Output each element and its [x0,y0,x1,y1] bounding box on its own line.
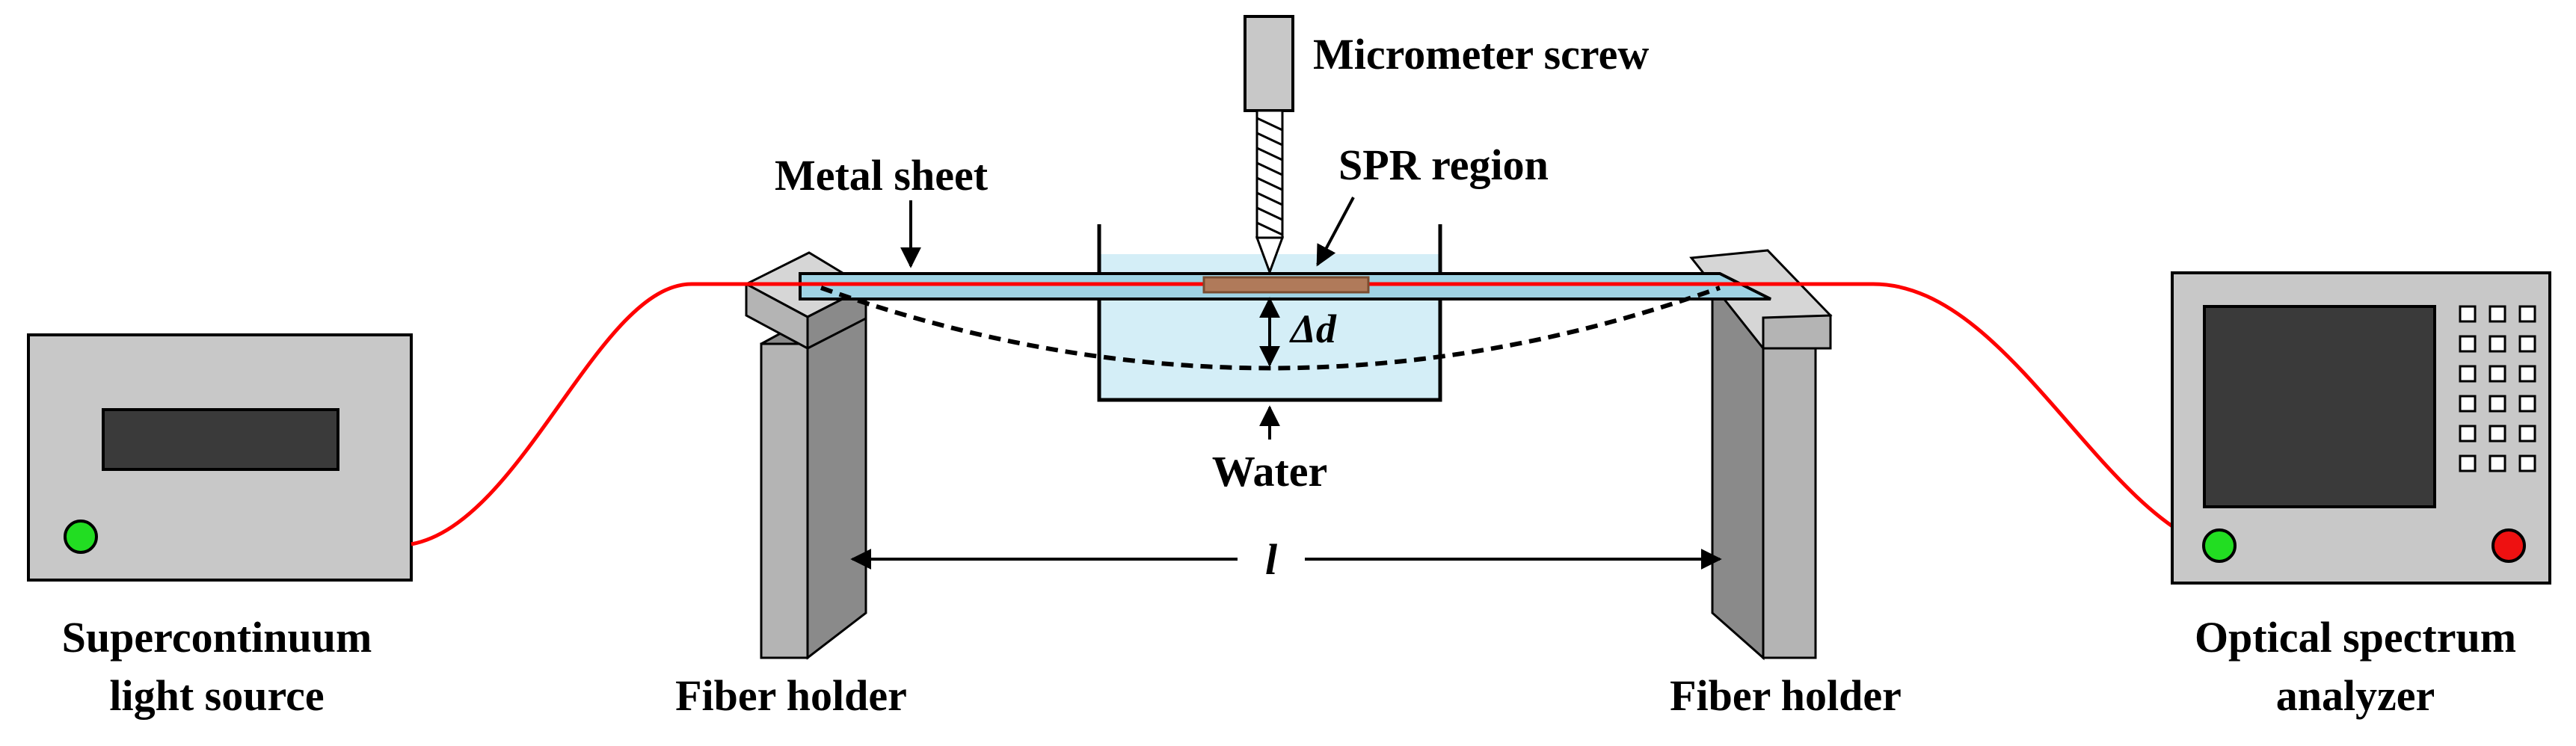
osa-label-line1: Optical spectrum [2195,613,2516,662]
osa-key [2518,454,2536,472]
metal-sheet-label: Metal sheet [775,151,989,200]
water-label: Water [1212,447,1328,496]
osa-key [2489,395,2506,413]
optical-spectrum-analyzer [2171,271,2551,585]
osa-key [2459,454,2477,472]
osa-keypad [2459,305,2536,472]
spr-region-arrow [1316,197,1355,267]
osa-screen [2203,305,2436,508]
osa-key [2518,425,2536,443]
container-walls [1097,224,1442,402]
osa-key [2489,335,2506,353]
micrometer-shaft [1255,109,1284,239]
light-source-label-line2: light source [109,671,324,720]
osa-key [2518,365,2536,383]
holder-right-front [1762,347,1817,659]
holder-right-face [1762,314,1832,350]
osa-key [2459,305,2477,323]
osa-key [2489,305,2506,323]
osa-key [2518,395,2536,413]
micrometer-screw [1244,15,1294,276]
osa-label-line2: analyzer [2276,671,2435,720]
osa-key [2518,335,2536,353]
osa-key [2459,335,2477,353]
osa-red-led-icon [2492,528,2526,563]
osa-green-led-icon [2202,528,2237,563]
osa-key [2459,365,2477,383]
osa-key [2518,305,2536,323]
holder-right-side [1711,286,1765,661]
supercontinuum-light-source [27,333,413,582]
micrometer-threads [1256,117,1283,236]
light-source-display [102,408,339,471]
light-source-label-line1: Supercontinuum [62,613,372,662]
light-source-led-icon [64,520,98,554]
delta-d-label: Δd [1289,306,1337,351]
osa-key [2459,425,2477,443]
micrometer-body [1244,15,1294,112]
osa-key [2489,454,2506,472]
micrometer-screw-label: Micrometer screw [1313,30,1649,78]
bent-sheet-curve [820,286,1721,371]
osa-key [2489,425,2506,443]
osa-key [2489,365,2506,383]
spr-region-marker [1202,276,1370,294]
micrometer-tip [1255,236,1285,276]
spr-region-label: SPR region [1338,141,1549,189]
fiber-holder-left-label: Fiber holder [675,671,907,720]
fiber-holder-right [1689,249,1833,661]
fiber-holder-left [743,251,869,660]
optical-fiber [411,282,2208,548]
length-label: l [1265,535,1278,584]
holder-left-front [760,342,809,659]
osa-key [2459,395,2477,413]
fiber-holder-right-label: Fiber holder [1670,671,1902,720]
